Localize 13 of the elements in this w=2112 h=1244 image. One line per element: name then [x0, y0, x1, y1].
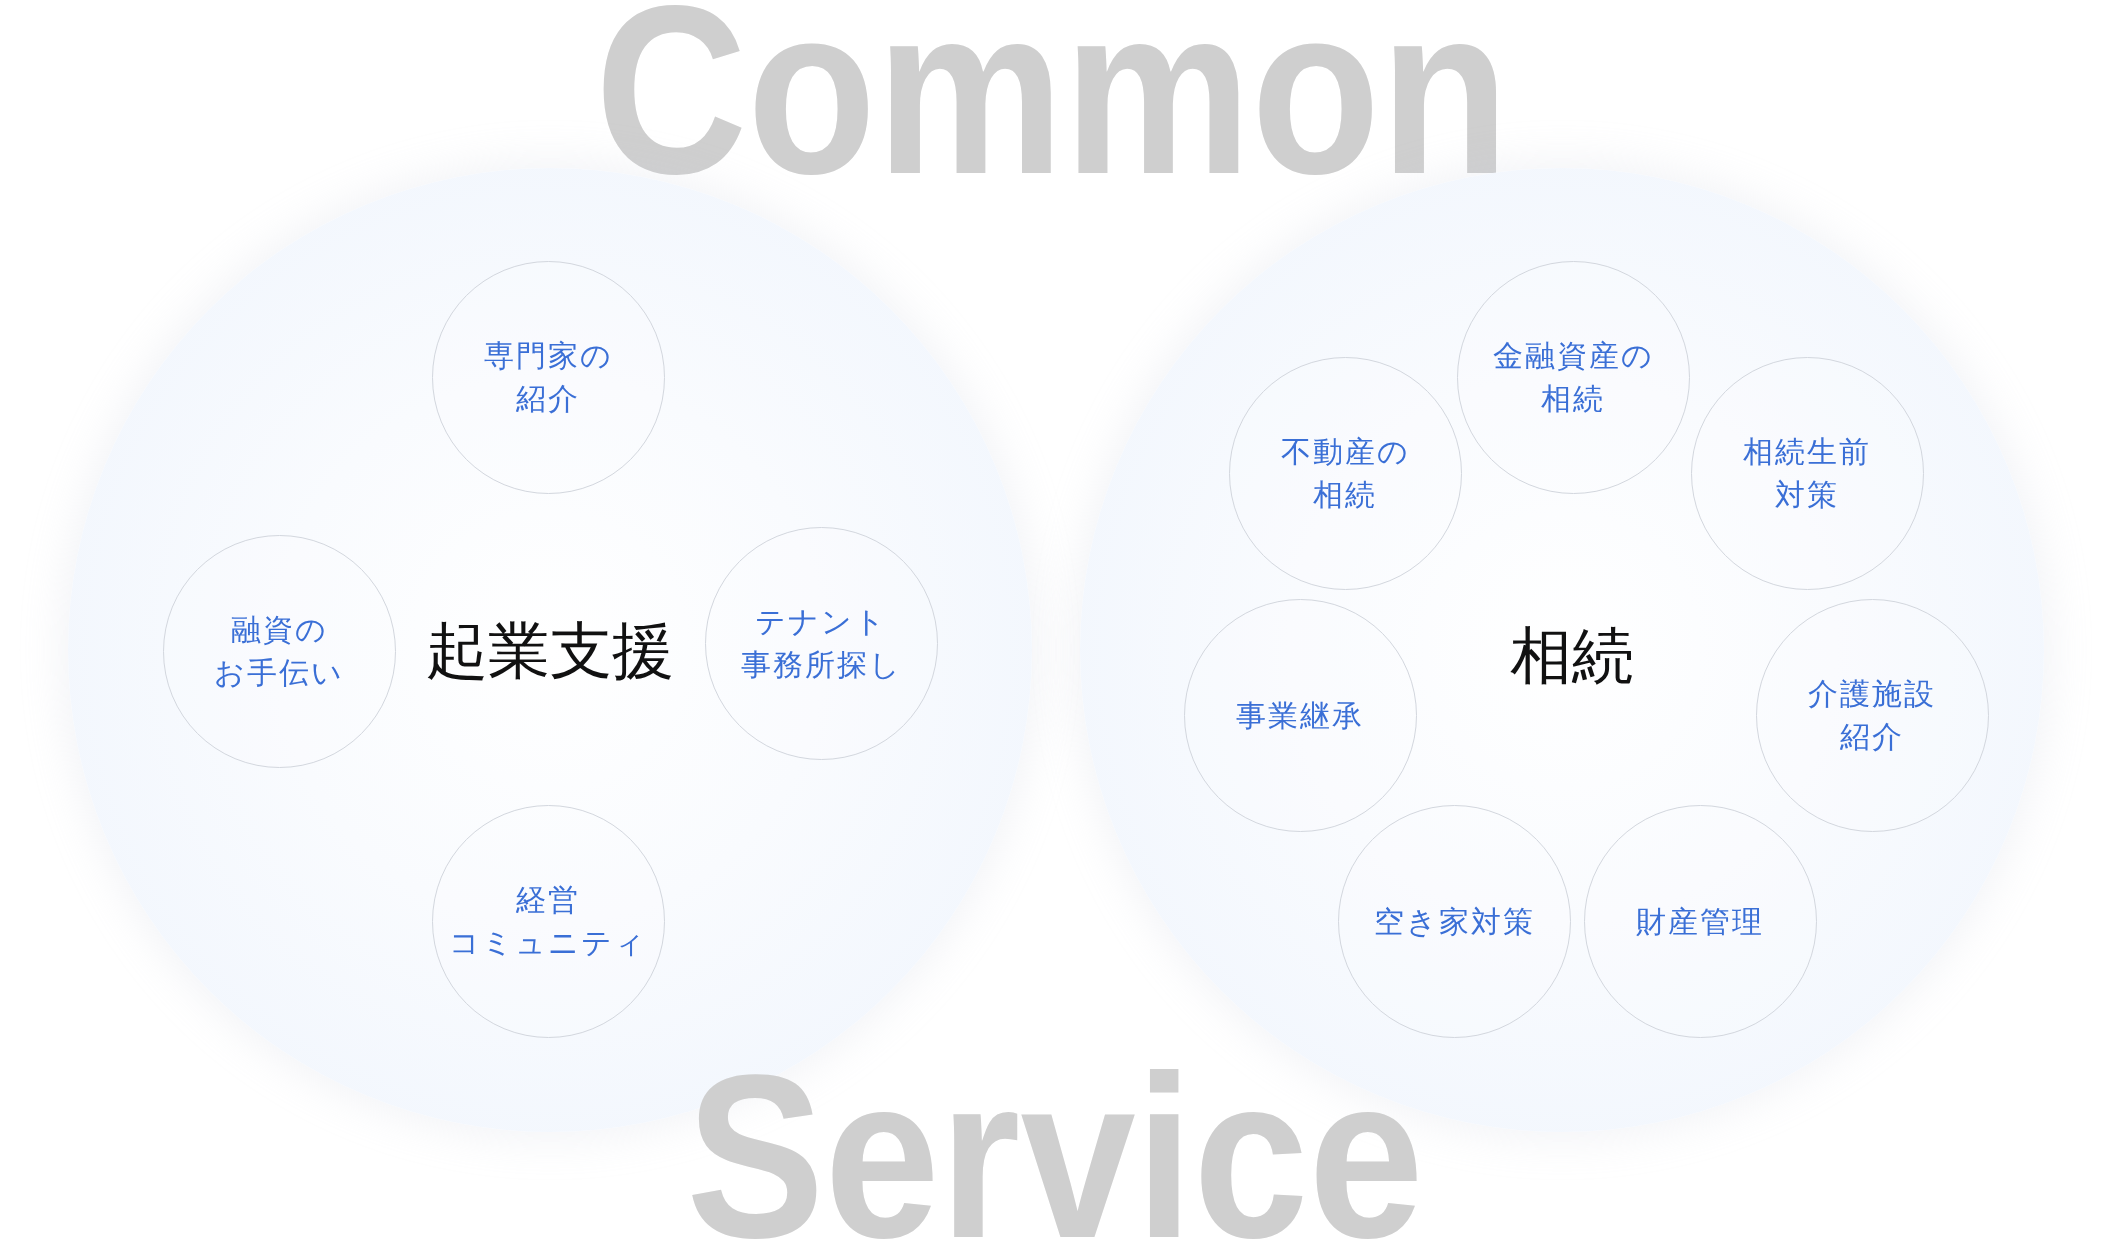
category-title: 起業支援 — [426, 620, 674, 682]
category-title: 相続 — [1510, 625, 1634, 687]
service-label: 相続生前対策 — [1743, 433, 1871, 514]
service-label: 経営コミュニティ — [449, 881, 647, 962]
service-label: 財産管理 — [1636, 902, 1764, 941]
service-label: 不動産の相続 — [1280, 433, 1410, 514]
service-label: 介護施設紹介 — [1808, 675, 1936, 756]
service-label: 専門家の紹介 — [483, 337, 613, 418]
service-label: 空き家対策 — [1373, 902, 1535, 941]
service-label: テナント事務所探し — [740, 603, 902, 684]
service-label: 事業継承 — [1236, 696, 1364, 735]
service-label: 融資のお手伝い — [214, 611, 344, 692]
service-label: 金融資産の相続 — [1492, 337, 1654, 418]
